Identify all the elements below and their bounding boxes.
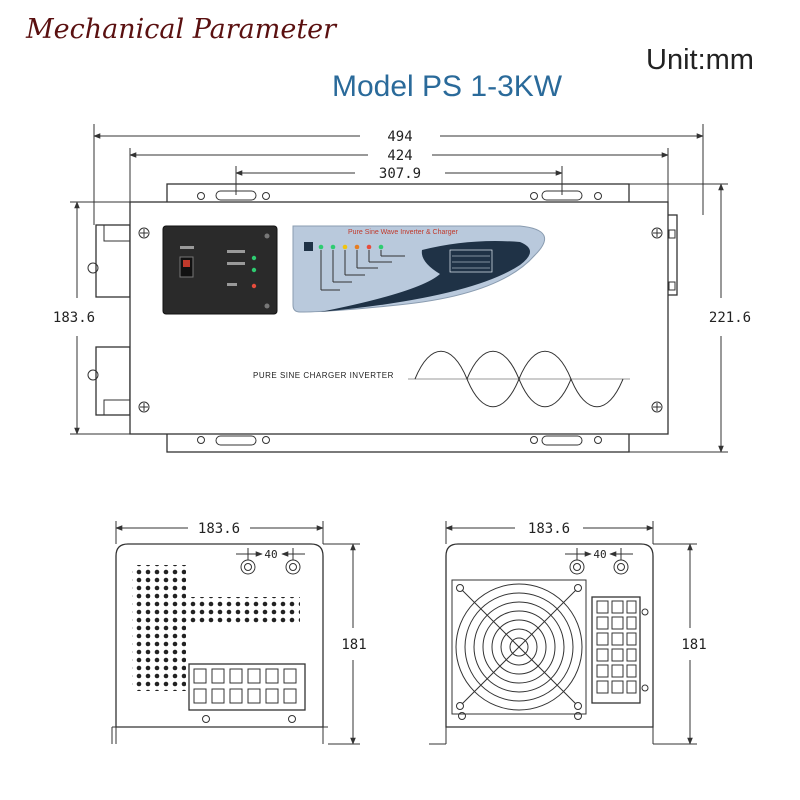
left-side-view xyxy=(111,543,328,744)
right-side-view xyxy=(429,543,674,745)
sine-wave-graphic-inner xyxy=(466,350,572,408)
vent-grid-bottom xyxy=(132,621,186,691)
dim-right-height: 181 xyxy=(681,637,706,653)
dim-body-height: 183.6 xyxy=(53,310,95,326)
dim-mounting-width: 424 xyxy=(387,148,412,164)
panel-title: Pure Sine Wave Inverter & Charger xyxy=(348,229,459,236)
mounting-slots xyxy=(197,190,602,446)
left-side-dimensions: 183.6 40 181 xyxy=(115,521,367,745)
dim-right-terminal-spacing: 40 xyxy=(593,548,606,561)
front-view: Pure Sine Wave Inverter & Charger PURE S… xyxy=(87,183,678,453)
ac-terminal-block xyxy=(188,663,306,711)
dim-left-width: 183.6 xyxy=(198,521,240,537)
corner-screws xyxy=(138,227,663,413)
vent-grid-upper xyxy=(132,565,186,599)
right-side-dimensions: 183.6 40 181 xyxy=(445,521,707,745)
dim-overall-width: 494 xyxy=(387,129,412,145)
input-terminal-block xyxy=(591,596,641,704)
dim-left-terminal-spacing: 40 xyxy=(264,548,277,561)
dim-overall-height: 221.6 xyxy=(709,310,751,326)
dim-right-width: 183.6 xyxy=(528,521,570,537)
dim-left-height: 181 xyxy=(341,637,366,653)
dim-slot-spacing: 307.9 xyxy=(379,166,421,182)
vent-grid-lower xyxy=(132,597,300,623)
body-label: PURE SINE CHARGER INVERTER xyxy=(253,371,394,380)
left-terminal-blocks xyxy=(87,224,131,416)
model-title: Model PS 1-3KW xyxy=(332,70,563,103)
switch-panel xyxy=(162,225,278,315)
diagram-title: Mechanical Parameter xyxy=(26,14,337,45)
cooling-fan xyxy=(451,579,587,715)
indicator-display-panel: Pure Sine Wave Inverter & Charger xyxy=(292,225,546,313)
front-dimensions: 494 424 307.9 183.6 221.6 xyxy=(53,124,751,453)
unit-label: Unit:mm xyxy=(646,44,754,76)
